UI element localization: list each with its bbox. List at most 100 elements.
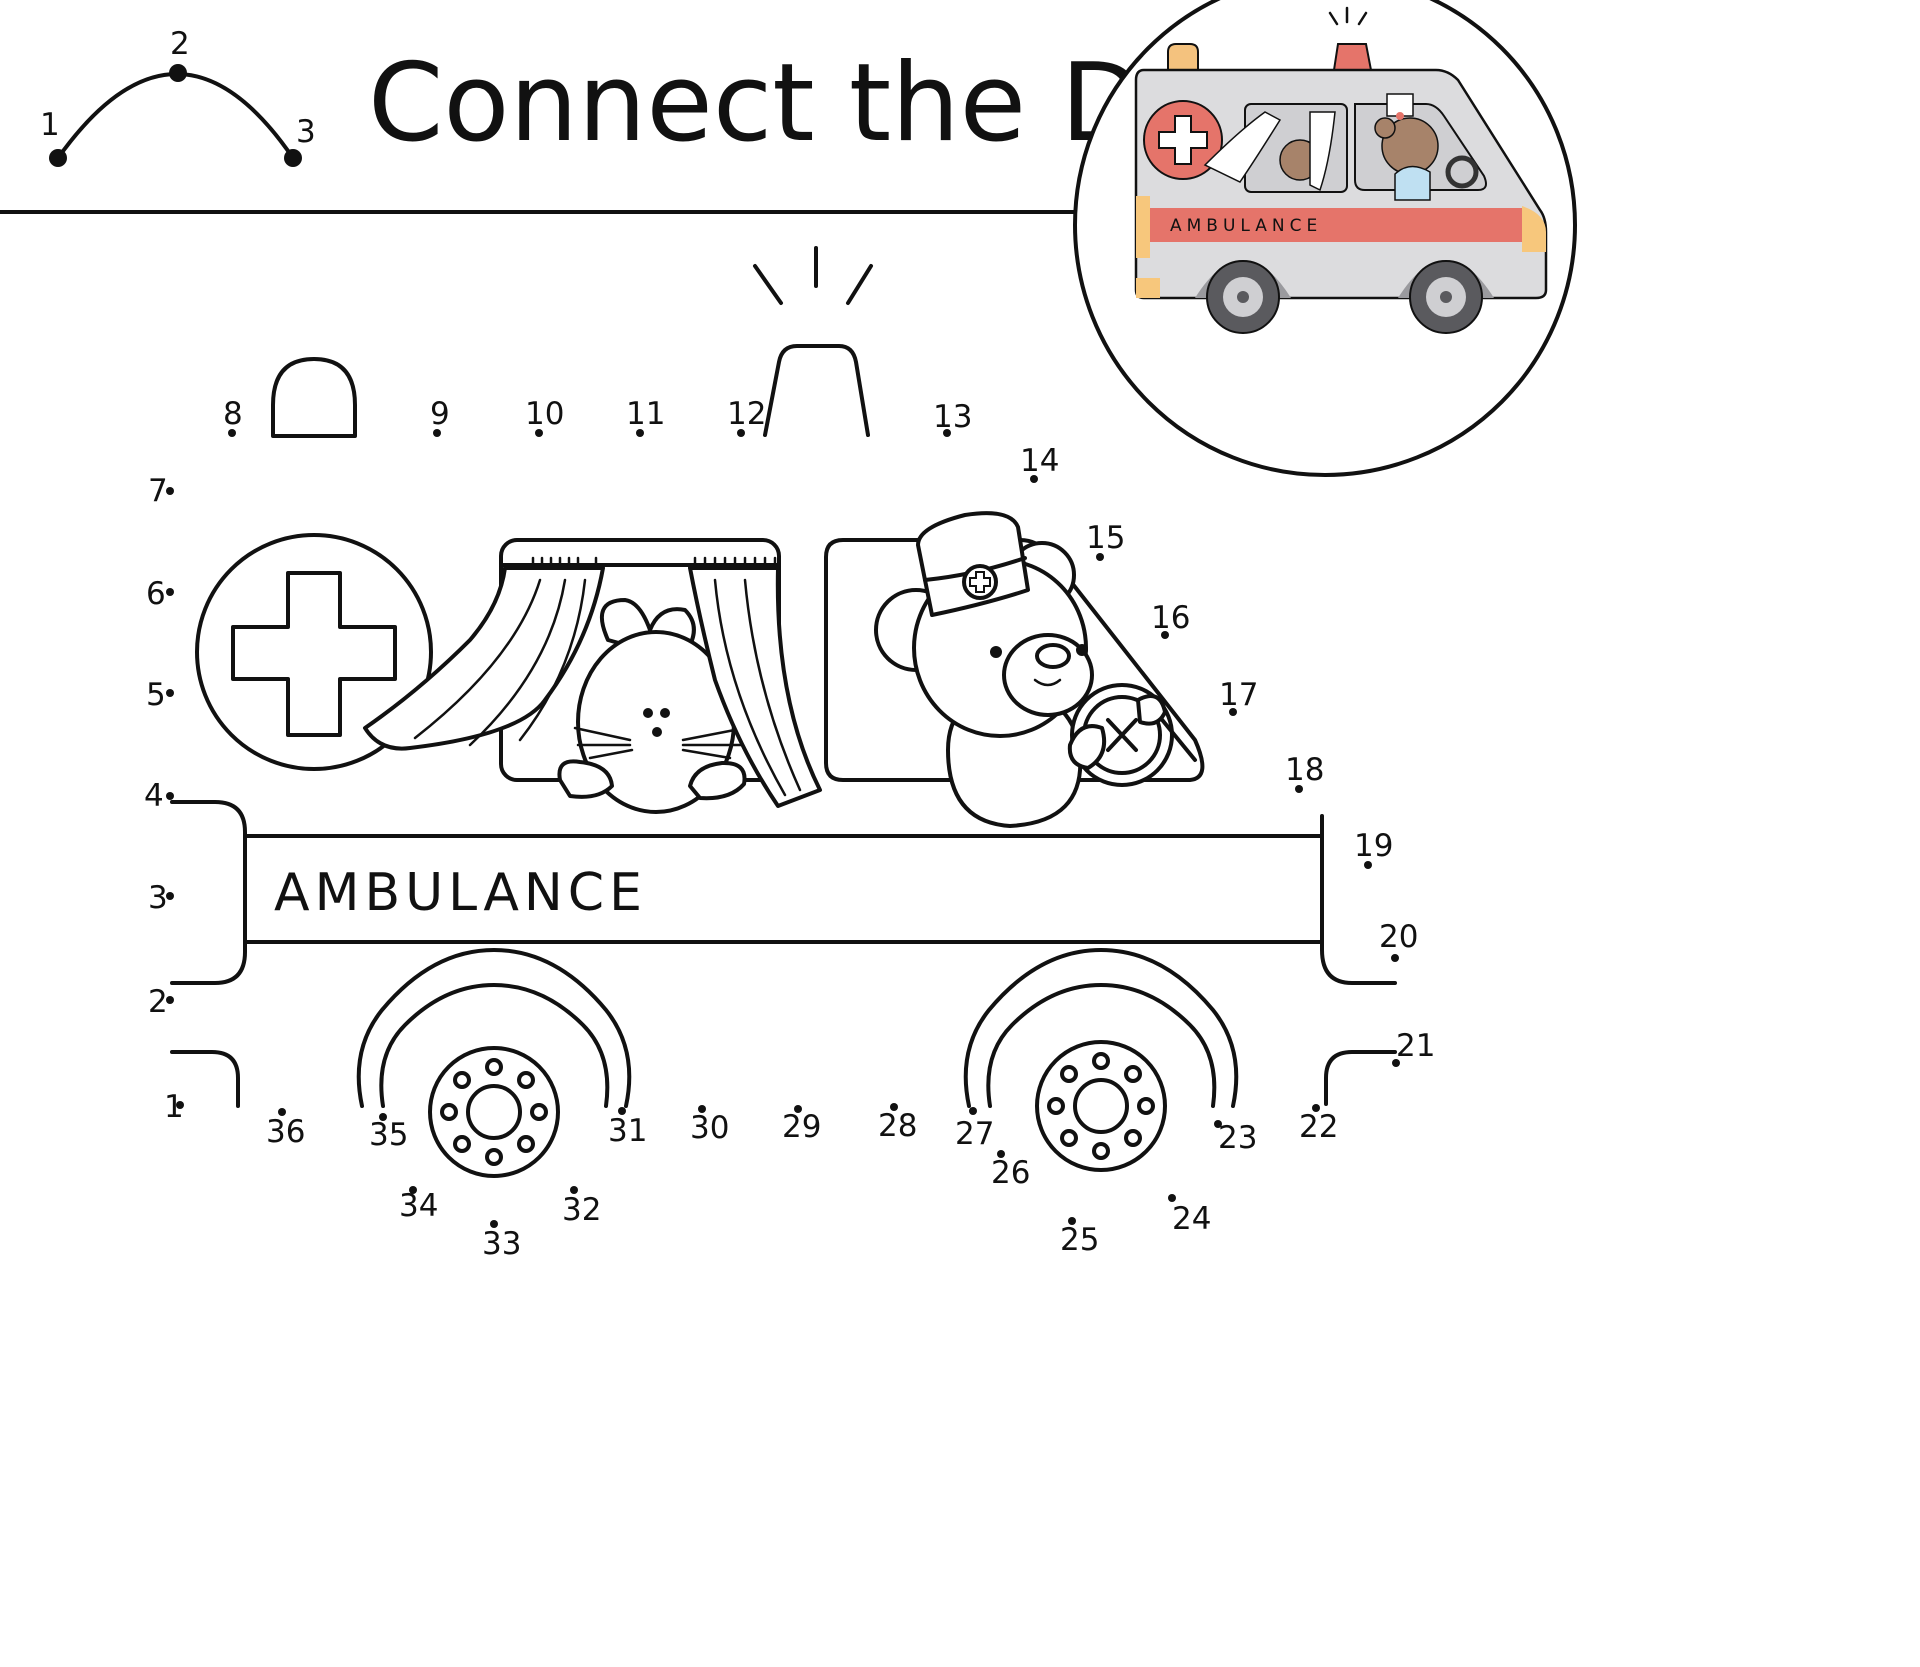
- cross-icon: [231, 571, 397, 737]
- dot-15[interactable]: 15: [1086, 520, 1125, 561]
- dot-16[interactable]: 16: [1151, 600, 1190, 639]
- dot-14[interactable]: 14: [1020, 443, 1059, 483]
- example-label-1: 1: [40, 107, 60, 143]
- dot-31[interactable]: 31: [608, 1107, 647, 1149]
- dot-marker[interactable]: [490, 1220, 498, 1228]
- dot-marker[interactable]: [636, 429, 644, 437]
- dot-28[interactable]: 28: [878, 1103, 917, 1144]
- dot-marker[interactable]: [997, 1150, 1005, 1158]
- dot-marker[interactable]: [1392, 1059, 1400, 1067]
- example-dot-3: [284, 149, 302, 167]
- dot-marker[interactable]: [890, 1103, 898, 1111]
- dot-13[interactable]: 13: [933, 399, 972, 437]
- dot-17[interactable]: 17: [1219, 677, 1258, 716]
- dot-27[interactable]: 27: [955, 1107, 994, 1152]
- dot-number: 26: [991, 1155, 1030, 1191]
- dot-22[interactable]: 22: [1299, 1104, 1338, 1145]
- dot-number: 15: [1086, 520, 1125, 556]
- dot-34[interactable]: 34: [399, 1186, 438, 1224]
- dot-marker[interactable]: [1068, 1217, 1076, 1225]
- dot-35[interactable]: 35: [369, 1113, 408, 1153]
- dot-marker[interactable]: [1229, 708, 1237, 716]
- dot-marker[interactable]: [228, 429, 236, 437]
- dot-marker[interactable]: [794, 1105, 802, 1113]
- dot-18[interactable]: 18: [1285, 752, 1324, 793]
- dot-2[interactable]: 2: [148, 984, 174, 1020]
- dot-marker[interactable]: [278, 1108, 286, 1116]
- dot-number: 22: [1299, 1109, 1338, 1145]
- dot-11[interactable]: 11: [626, 396, 665, 437]
- dot-marker[interactable]: [1364, 861, 1372, 869]
- dot-32[interactable]: 32: [562, 1186, 601, 1228]
- dot-number: 33: [482, 1226, 521, 1262]
- dot-1[interactable]: 1: [164, 1089, 184, 1125]
- dot-marker[interactable]: [176, 1101, 184, 1109]
- preview-ambulance-label: AMBULANCE: [1170, 216, 1322, 236]
- rear-wheel: [428, 1046, 560, 1178]
- dot-3[interactable]: 3: [148, 880, 174, 916]
- dot-marker[interactable]: [570, 1186, 578, 1194]
- dot-8[interactable]: 8: [223, 396, 243, 437]
- dot-25[interactable]: 25: [1060, 1217, 1099, 1258]
- ambulance-outline: AMBULANCE: [170, 246, 1397, 1178]
- dot-7[interactable]: 7: [148, 473, 174, 509]
- dot-marker[interactable]: [1030, 475, 1038, 483]
- dot-marker[interactable]: [433, 429, 441, 437]
- dot-marker[interactable]: [1214, 1120, 1222, 1128]
- dot-marker[interactable]: [737, 429, 745, 437]
- dot-marker[interactable]: [166, 996, 174, 1004]
- dot-marker[interactable]: [969, 1107, 977, 1115]
- dot-marker[interactable]: [1312, 1104, 1320, 1112]
- mouse-character: [557, 598, 747, 814]
- dot-20[interactable]: 20: [1379, 919, 1418, 962]
- dot-marker[interactable]: [166, 689, 174, 697]
- dot-number: 7: [148, 473, 168, 509]
- dot-19[interactable]: 19: [1354, 828, 1393, 869]
- dot-marker[interactable]: [1295, 785, 1303, 793]
- dot-marker[interactable]: [166, 487, 174, 495]
- dot-marker[interactable]: [166, 792, 174, 800]
- dot-number: 13: [933, 399, 972, 435]
- dot-21[interactable]: 21: [1392, 1028, 1435, 1067]
- dot-number: 31: [608, 1113, 647, 1149]
- dot-number: 20: [1379, 919, 1418, 955]
- nurse-hat: [916, 511, 1030, 617]
- dot-marker[interactable]: [943, 429, 951, 437]
- dot-24[interactable]: 24: [1168, 1194, 1211, 1237]
- dot-number: 9: [430, 396, 450, 432]
- dot-marker[interactable]: [379, 1113, 387, 1121]
- dot-marker[interactable]: [618, 1107, 626, 1115]
- dot-29[interactable]: 29: [782, 1105, 821, 1145]
- dot-marker[interactable]: [1168, 1194, 1176, 1202]
- dot-marker[interactable]: [166, 588, 174, 596]
- dot-marker[interactable]: [698, 1105, 706, 1113]
- dot-number: 27: [955, 1116, 994, 1152]
- dot-12[interactable]: 12: [727, 396, 766, 437]
- dot-5[interactable]: 5: [146, 677, 174, 713]
- dot-marker[interactable]: [409, 1186, 417, 1194]
- dot-9[interactable]: 9: [430, 396, 450, 437]
- dot-number: 6: [146, 576, 166, 612]
- light-rays: [753, 246, 873, 305]
- dot-marker[interactable]: [166, 892, 174, 900]
- dot-number: 25: [1060, 1222, 1099, 1258]
- dot-26[interactable]: 26: [991, 1150, 1030, 1191]
- dot-number: 4: [144, 778, 164, 814]
- dot-number: 17: [1219, 677, 1258, 713]
- dot-marker[interactable]: [1391, 954, 1399, 962]
- dot-30[interactable]: 30: [690, 1105, 729, 1146]
- dot-6[interactable]: 6: [146, 576, 174, 612]
- dot-number: 30: [690, 1110, 729, 1146]
- dot-10[interactable]: 10: [525, 396, 564, 437]
- dot-marker[interactable]: [1096, 553, 1104, 561]
- example-label-2: 2: [170, 26, 190, 62]
- preview-rear-wheel: [1206, 260, 1280, 334]
- dot-marker[interactable]: [535, 429, 543, 437]
- dot-33[interactable]: 33: [482, 1220, 521, 1262]
- dot-4[interactable]: 4: [144, 778, 174, 814]
- example-dot-1: [49, 149, 67, 167]
- dot-36[interactable]: 36: [266, 1108, 305, 1150]
- dot-marker[interactable]: [1161, 631, 1169, 639]
- dot-23[interactable]: 23: [1214, 1120, 1257, 1156]
